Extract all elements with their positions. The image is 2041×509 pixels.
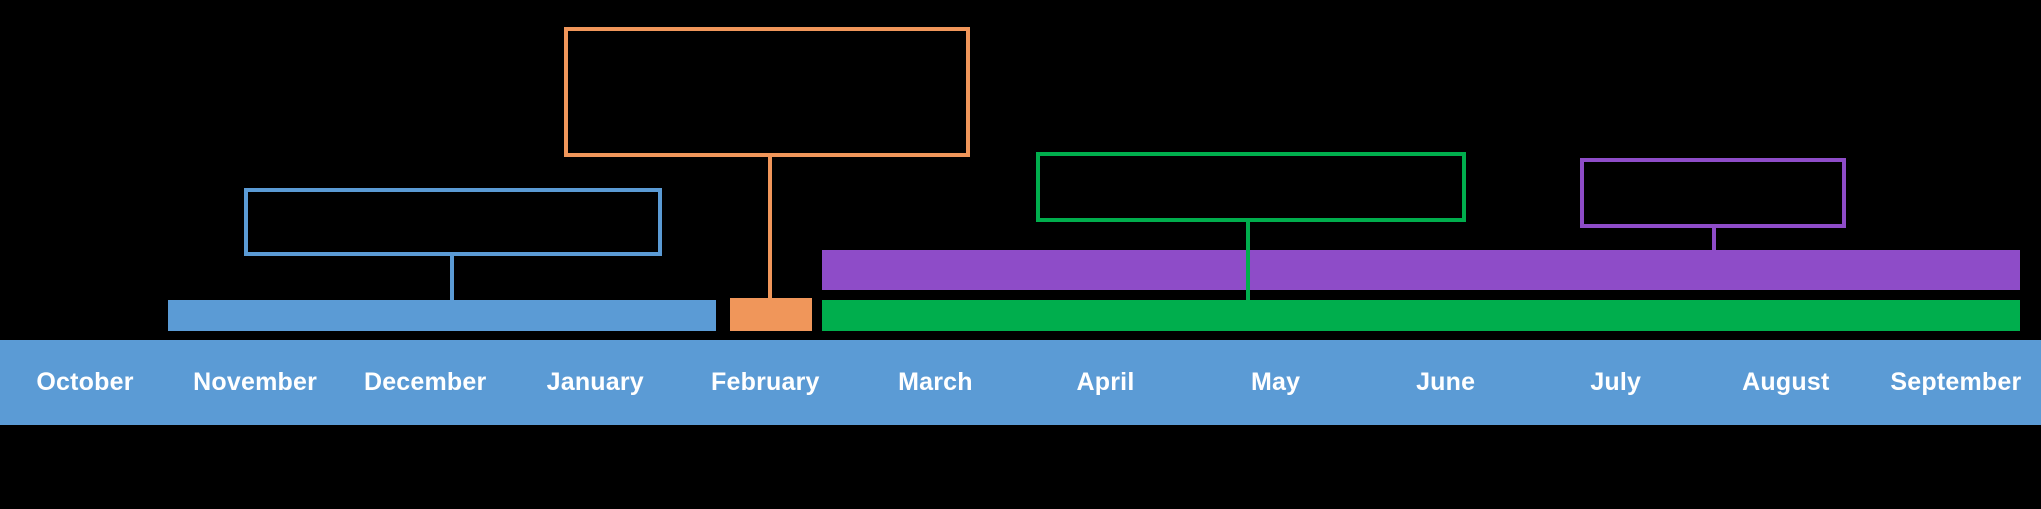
month-label-march[interactable]: March	[898, 368, 973, 396]
month-label-november[interactable]: November	[193, 368, 318, 396]
month-label-may[interactable]: May	[1250, 368, 1301, 396]
task-bar-orange[interactable]	[730, 298, 812, 331]
month-label-july[interactable]: July	[1590, 368, 1642, 396]
task-bar-blue[interactable]	[168, 300, 716, 331]
callout-text	[1584, 162, 1842, 224]
callout-connector-green	[1246, 222, 1250, 302]
callout-text	[1040, 156, 1462, 218]
callout-connector-orange	[768, 157, 772, 300]
month-label-january[interactable]: January	[546, 368, 644, 396]
month-axis: October November December January February Ma…	[0, 340, 2041, 425]
callout-box-orange[interactable]	[564, 27, 970, 157]
month-label-october[interactable]: October	[36, 368, 134, 396]
month-label-september[interactable]: September	[1890, 368, 2022, 396]
callout-text	[568, 31, 966, 153]
month-label-april[interactable]: April	[1076, 368, 1135, 396]
month-label-december[interactable]: December	[363, 368, 487, 396]
callout-connector-purple	[1712, 228, 1716, 252]
callout-connector-blue	[450, 256, 454, 302]
month-label-february[interactable]: February	[711, 368, 820, 396]
callout-box-purple[interactable]	[1580, 158, 1846, 228]
month-label-june[interactable]: June	[1416, 368, 1476, 396]
task-bar-purple[interactable]	[822, 250, 2020, 290]
callout-box-green[interactable]	[1036, 152, 1466, 222]
task-bar-green[interactable]	[822, 300, 2020, 331]
month-label-august[interactable]: August	[1742, 368, 1830, 396]
callout-box-blue[interactable]	[244, 188, 662, 256]
callout-text	[248, 192, 658, 252]
